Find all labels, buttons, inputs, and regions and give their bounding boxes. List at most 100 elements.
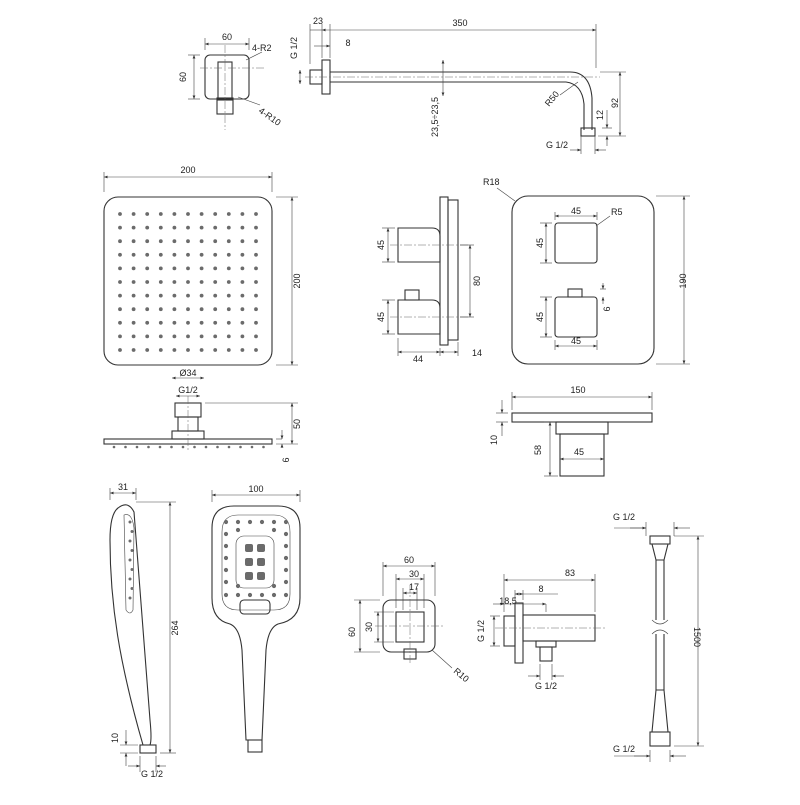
rain-nozzle <box>145 307 150 312</box>
thermo-side-depth-label: 44 <box>413 354 423 364</box>
hand-front-width-label: 100 <box>248 484 263 494</box>
outlet-side-length-label: 83 <box>565 568 575 578</box>
hand-front-nozzle <box>223 579 229 585</box>
hose-break-mark <box>651 619 669 635</box>
rain-nozzle <box>158 320 163 325</box>
outlet-front-view: 60 30 17 60 30 R10 <box>347 555 471 684</box>
arm-plate-label: 8 <box>345 38 350 48</box>
thermo-side-spacing-label: 80 <box>472 276 482 286</box>
side-nozzle <box>181 445 185 449</box>
rain-nozzle <box>240 252 245 257</box>
rain-nozzle <box>254 307 258 312</box>
hand-front-nozzle <box>271 527 277 533</box>
rain-nozzle <box>172 293 177 298</box>
hand-front-nozzles <box>223 519 289 598</box>
rain-nozzle <box>131 307 136 312</box>
side-height-label: 50 <box>292 419 302 429</box>
flange-corner-small-label: 4-R2 <box>252 43 272 53</box>
rain-nozzle <box>158 266 163 271</box>
shower-arm-view: 350 23 8 G 1/2 23,5÷23,5 R50 92 12 G 1/2 <box>289 16 626 154</box>
rain-nozzle <box>158 334 163 339</box>
outlet-side-connector <box>539 646 553 662</box>
outlet-front-opening-label: 17 <box>409 582 419 592</box>
hose-view: G 1/2 1500 G 1/2 <box>613 512 704 762</box>
thermo-side-knob-lower <box>397 299 441 335</box>
rain-nozzle <box>118 212 122 216</box>
rain-head-width-label: 200 <box>180 165 195 175</box>
hand-front-center-nozzle <box>257 572 265 580</box>
rain-nozzle <box>199 266 204 271</box>
hand-front-nozzle <box>259 519 265 525</box>
hose-thread-bottom-label: G 1/2 <box>613 744 635 754</box>
rain-nozzle <box>158 239 163 244</box>
hand-side-length-label: 264 <box>170 620 180 635</box>
rain-nozzle <box>118 252 122 257</box>
rain-nozzle <box>254 348 258 352</box>
bracket-plate <box>511 412 653 423</box>
rain-nozzle <box>226 320 231 325</box>
rain-nozzle <box>172 225 177 230</box>
hand-side-nozzle <box>130 587 134 590</box>
rain-nozzle <box>186 280 190 284</box>
rain-nozzle <box>226 266 231 271</box>
side-nozzle-row <box>112 445 265 449</box>
rain-nozzle <box>172 334 177 339</box>
outlet-side-plate <box>514 602 524 664</box>
rain-nozzle <box>172 266 177 271</box>
hand-side-thread <box>139 744 157 754</box>
rain-nozzle <box>199 280 204 284</box>
rain-nozzle <box>118 334 122 339</box>
hand-side-nozzles <box>128 520 134 600</box>
bracket-stem-label: 45 <box>574 447 584 457</box>
hand-front-nozzle <box>235 527 241 533</box>
thermo-front-knob-upper <box>554 222 598 264</box>
side-nozzle <box>170 445 173 449</box>
hand-front-nozzle <box>283 519 289 525</box>
rain-nozzle <box>158 307 163 312</box>
outlet-side-plate-label: 8 <box>538 584 543 594</box>
thermo-front-plate <box>511 195 655 365</box>
outlet-side-offset-label: 18,5 <box>499 596 517 606</box>
thermo-front-knob-radius-label: R5 <box>611 207 623 217</box>
rain-nozzle <box>158 252 163 257</box>
thermo-side-plate <box>439 196 449 346</box>
hand-front-nozzle <box>223 555 229 561</box>
head-bracket-view: 150 10 58 45 <box>489 385 653 477</box>
rain-nozzle <box>186 293 190 298</box>
bracket-depth-label: 58 <box>533 445 543 455</box>
hand-front-nozzle <box>283 567 289 573</box>
rain-nozzle <box>213 266 218 271</box>
side-nozzle <box>124 445 127 449</box>
rain-nozzle <box>172 320 177 325</box>
rain-nozzle <box>199 320 204 325</box>
rain-nozzle <box>199 212 204 216</box>
outlet-side-thread-side-label: G 1/2 <box>476 620 486 642</box>
rain-nozzle <box>172 252 177 257</box>
hand-front-nozzle <box>283 579 289 585</box>
rain-nozzle <box>145 334 150 339</box>
rain-nozzle <box>158 280 163 284</box>
hand-front-nozzle <box>271 519 277 525</box>
outlet-front-width-label: 60 <box>404 555 414 565</box>
hand-side-face <box>123 514 135 614</box>
rain-nozzle <box>240 320 245 325</box>
rain-nozzle <box>145 280 150 284</box>
rain-head-top-view: 200 200 <box>103 165 302 366</box>
hand-shower-front-view: 100 <box>211 484 301 753</box>
rain-nozzle <box>172 212 177 216</box>
rain-nozzle <box>199 239 204 244</box>
rain-nozzle <box>145 212 150 216</box>
rain-nozzle <box>158 293 163 298</box>
rain-nozzle <box>226 348 231 352</box>
hand-side-nozzle <box>130 568 134 571</box>
arm-tip <box>580 127 596 137</box>
rain-nozzle <box>240 334 245 339</box>
thermo-front-knob-lower-height-label: 45 <box>535 312 545 322</box>
hand-front-nozzle <box>283 555 289 561</box>
rain-nozzle <box>213 320 218 325</box>
side-nozzle <box>135 445 139 449</box>
rain-nozzle <box>226 334 231 339</box>
rain-nozzle <box>199 348 204 352</box>
rain-nozzle <box>226 280 231 284</box>
thermo-front-corner-label: R18 <box>483 177 500 187</box>
